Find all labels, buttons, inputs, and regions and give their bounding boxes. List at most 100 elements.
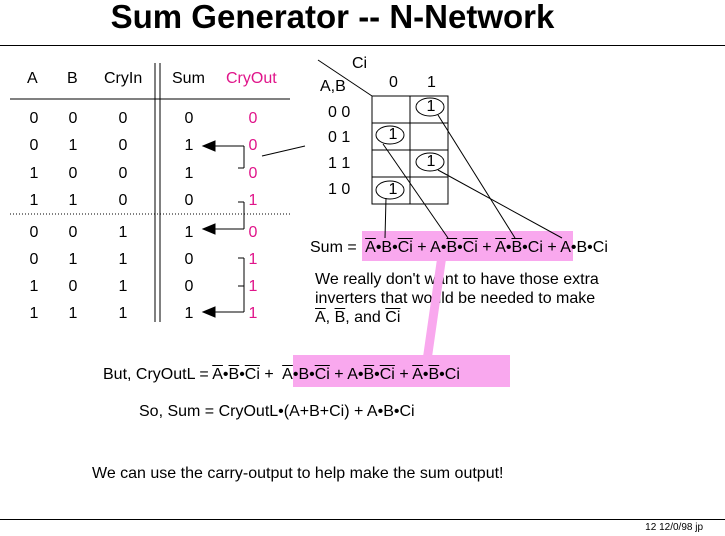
sum-term3-a: A — [495, 239, 506, 256]
sum-term3-dot2: • — [522, 239, 528, 256]
but-term3-ci: Ci — [379, 366, 395, 383]
footer-rule — [0, 519, 725, 520]
but-term2-a: A — [282, 366, 293, 383]
sum-term3-b: B — [511, 239, 523, 256]
table-cell: 0 — [248, 110, 258, 127]
note-line-3: A, B, and Ci — [315, 309, 400, 327]
sum-equation: Sum = A•B•Ci + A•B•Ci + A•B•Ci + A•B•Ci — [310, 239, 608, 257]
but-plus-2: + — [334, 366, 344, 383]
sum-term3-ci: Ci — [527, 239, 543, 256]
header-cryin: CryIn — [104, 70, 143, 87]
table-cell: 0 — [184, 192, 194, 209]
kmap-row-var: A,B — [320, 78, 346, 95]
table-cell: 1 — [118, 224, 128, 241]
kmap-diagonal — [317, 59, 373, 97]
but-term1-ci: Ci — [244, 366, 260, 383]
link-00-to-term3 — [437, 114, 516, 239]
sum-term4: A•B•Ci — [560, 239, 608, 256]
but-term1-a: A — [212, 366, 223, 383]
kmap-loop-00-1 — [415, 97, 445, 117]
table-cell: 1 — [68, 137, 78, 154]
table-cell: 1 — [118, 305, 128, 322]
table-to-kmap-line — [261, 145, 306, 157]
kmap-col-header-0: 0 — [389, 74, 398, 91]
table-cell: 0 — [184, 278, 194, 295]
table-cell: 0 — [68, 165, 78, 182]
but-term4-ci: Ci — [444, 366, 460, 383]
kmap-row-header-01: 0 1 — [328, 129, 351, 146]
note-ci: Ci — [385, 309, 401, 326]
sum-eq-lhs: Sum = — [310, 239, 357, 256]
but-term2-b: B — [298, 366, 310, 383]
table-cell: 1 — [68, 251, 78, 268]
table-cell: 0 — [29, 251, 39, 268]
header-sum: Sum — [172, 70, 205, 87]
pink-connector — [423, 259, 446, 357]
sum-term2-dot2: • — [457, 239, 463, 256]
table-cell: 1 — [184, 165, 194, 182]
but-plus-1: + — [264, 366, 274, 383]
but-term4-a: A — [412, 366, 423, 383]
table-cell: 1 — [248, 192, 258, 209]
sum-term1-dot2: • — [392, 239, 398, 256]
sum-term1-b: B — [381, 239, 393, 256]
kmap-col-header-1: 1 — [427, 74, 436, 91]
table-cell: 0 — [118, 165, 128, 182]
table-cell: 0 — [118, 137, 128, 154]
title-rule — [0, 45, 725, 46]
table-cell: 0 — [68, 224, 78, 241]
table-cell: 1 — [68, 192, 78, 209]
table-cell: 0 — [118, 110, 128, 127]
table-cell: 0 — [248, 224, 258, 241]
footer-text: 12 12/0/98 jp — [645, 522, 703, 533]
but-term4-b: B — [428, 366, 440, 383]
but-plus-3: + — [399, 366, 409, 383]
header-b: B — [67, 70, 78, 87]
note-b: B — [334, 309, 346, 326]
table-cell: 0 — [29, 224, 39, 241]
table-cell: 1 — [29, 278, 39, 295]
but-term2-dot2: • — [309, 366, 315, 383]
kmap-loop-10-0 — [375, 180, 405, 200]
but-term3-dot1: • — [357, 366, 364, 383]
kmap-cell-00-1: 1 — [426, 98, 436, 115]
but-term4-dot2: • — [439, 366, 445, 383]
kmap-cell-01-0: 1 — [388, 126, 398, 143]
table-cell: 1 — [29, 192, 39, 209]
cryout-equation: But, CryOutL = A•B•Ci + A•B•Ci + A•B•Ci … — [103, 366, 460, 384]
link-10-to-term1 — [384, 197, 387, 239]
table-cell: 1 — [184, 224, 194, 241]
sum-term1-a: A — [365, 239, 376, 256]
link-01-to-term2 — [382, 143, 449, 239]
table-cell: 1 — [29, 165, 39, 182]
sum-term2-b: B — [446, 239, 458, 256]
sum-term3-dot1: • — [505, 239, 512, 256]
table-cell: 1 — [118, 278, 128, 295]
sum-plus-2: + — [482, 239, 492, 256]
sum-term2-ci: Ci — [462, 239, 478, 256]
sum-term1-ci: Ci — [397, 239, 413, 256]
table-cell: 1 — [68, 305, 78, 322]
header-cryout: CryOut — [226, 70, 277, 87]
kmap-cell-11-1: 1 — [426, 153, 436, 170]
arrow-row-2 — [201, 140, 245, 169]
table-cell: 0 — [68, 110, 78, 127]
but-term3-b: B — [363, 366, 375, 383]
table-cell: 1 — [184, 137, 194, 154]
but-term2-dot1: • — [292, 366, 299, 383]
sum-term2-a: A — [430, 239, 441, 256]
cryout-highlight — [293, 355, 510, 387]
sum-term2-dot1: • — [440, 239, 447, 256]
but-term4-dot1: • — [422, 366, 429, 383]
table-cell: 0 — [184, 110, 194, 127]
but-term1-dot2: • — [239, 366, 245, 383]
table-cell: 1 — [248, 305, 258, 322]
table-cell: 0 — [248, 137, 258, 154]
table-cell: 0 — [29, 137, 39, 154]
note-and: , and — [345, 309, 386, 326]
note-sep: , — [325, 309, 335, 326]
sum-plus-3: + — [547, 239, 557, 256]
arrow-row-6 — [238, 257, 245, 287]
table-cell: 1 — [29, 305, 39, 322]
